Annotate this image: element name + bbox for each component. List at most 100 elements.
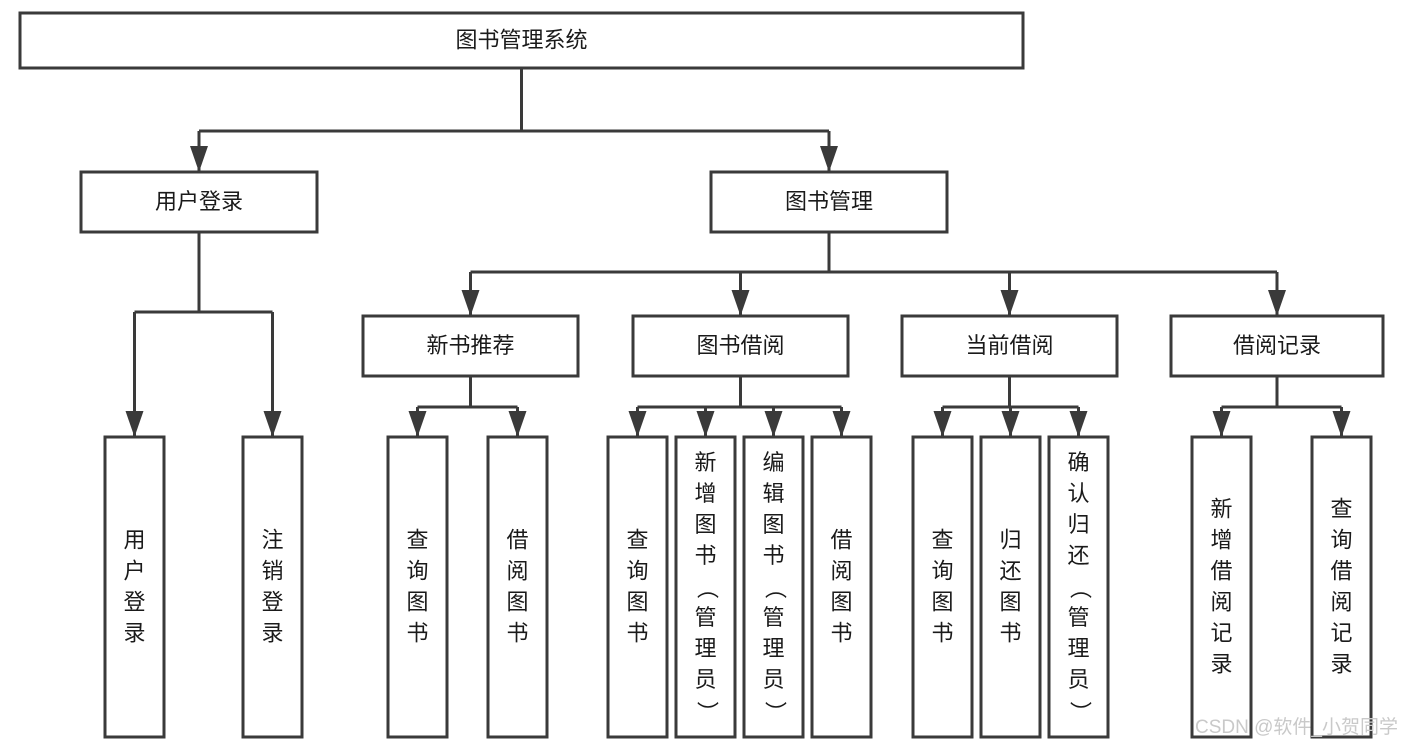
node-label-char: 图 (626, 589, 648, 614)
node-label-char: 增 (1210, 527, 1232, 552)
node-label-char: 员 (762, 667, 784, 692)
node-label-char: （ (763, 577, 788, 599)
node-label-char: ） (763, 701, 788, 723)
node-label-char: 书 (406, 620, 428, 645)
node-user-login[interactable]: 用户登录 (79, 170, 319, 234)
arrow-head-icon (508, 411, 527, 437)
node-borrow-record[interactable]: 借阅记录 (1169, 314, 1385, 378)
node-label: 当前借阅 (965, 333, 1053, 358)
node-leaf-user-login[interactable]: 用户登录 (103, 435, 166, 739)
node-label-char: 借 (1330, 558, 1352, 583)
node-label-char: 查 (1330, 496, 1352, 521)
node-label: 图书管理 (785, 189, 873, 214)
arrow-head-icon (1268, 290, 1286, 316)
node-box (1310, 435, 1373, 739)
node-label-char: 书 (762, 543, 784, 568)
node-box (900, 314, 1119, 378)
node-label-char: 户 (123, 558, 145, 583)
node-label-char: 询 (1330, 527, 1352, 552)
node-book-borrow[interactable]: 图书借阅 (631, 314, 850, 378)
node-box (1047, 435, 1110, 739)
node-label-char: 图 (762, 512, 784, 537)
arrow-head-icon (832, 411, 851, 437)
node-label-char: 图 (931, 589, 953, 614)
node-current-borrow[interactable]: 当前借阅 (900, 314, 1119, 378)
node-label-char: ） (1068, 701, 1093, 723)
arrow-head-icon (1212, 411, 1231, 437)
node-label: 图书借阅 (696, 333, 784, 358)
node-label-char: 录 (123, 620, 145, 645)
node-new-book-recommend[interactable]: 新书推荐 (361, 314, 580, 378)
node-label-char: 书 (506, 620, 528, 645)
node-label-char: 图 (506, 589, 528, 614)
node-box (79, 170, 319, 234)
node-label-char: 录 (1330, 651, 1352, 676)
node-label-char: 编 (762, 450, 784, 475)
node-label-char: 登 (261, 589, 283, 614)
node-box (1169, 314, 1385, 378)
node-label-char: 还 (1067, 543, 1089, 568)
arrow-head-icon (263, 411, 282, 437)
node-label-char: 书 (626, 620, 648, 645)
node-label-char: 理 (1067, 636, 1089, 661)
node-box (103, 435, 166, 739)
arrow-head-icon (408, 411, 427, 437)
node-box (1190, 435, 1253, 739)
node-root[interactable]: 图书管理系统 (18, 11, 1025, 70)
node-label-char: 阅 (1210, 589, 1232, 614)
node-box (606, 435, 669, 739)
arrow-head-icon (190, 146, 208, 172)
node-label-char: 注 (261, 527, 283, 552)
arrow-head-icon (696, 411, 715, 437)
node-label-char: 还 (999, 558, 1021, 583)
node-label: 用户登录 (155, 189, 243, 214)
node-label-char: 管 (762, 605, 784, 630)
node-box (979, 435, 1042, 739)
node-box (810, 435, 873, 739)
node-label-char: 图 (694, 512, 716, 537)
node-box (709, 170, 949, 234)
node-label: 新书推荐 (426, 333, 514, 358)
node-label-char: 管 (1067, 605, 1089, 630)
node-label-char: 新 (1210, 496, 1232, 521)
arrow-head-icon (628, 411, 647, 437)
arrow-head-icon (820, 146, 838, 172)
node-label-char: 员 (694, 667, 716, 692)
csdn-watermark: CSDN @软件_小贺同学 (1195, 716, 1398, 738)
node-book-manage[interactable]: 图书管理 (709, 170, 949, 234)
node-label-char: （ (1068, 577, 1093, 599)
node-box (631, 314, 850, 378)
arrow-head-icon (731, 290, 750, 316)
arrow-head-icon (1332, 411, 1351, 437)
node-label-char: （ (695, 577, 720, 599)
arrow-head-icon (461, 290, 480, 316)
node-box (742, 435, 805, 739)
node-label-char: 员 (1067, 667, 1089, 692)
node-label-char: 销 (261, 558, 283, 583)
arrow-head-icon (933, 411, 952, 437)
arrow-head-icon (764, 411, 783, 437)
node-label-char: 查 (406, 527, 428, 552)
